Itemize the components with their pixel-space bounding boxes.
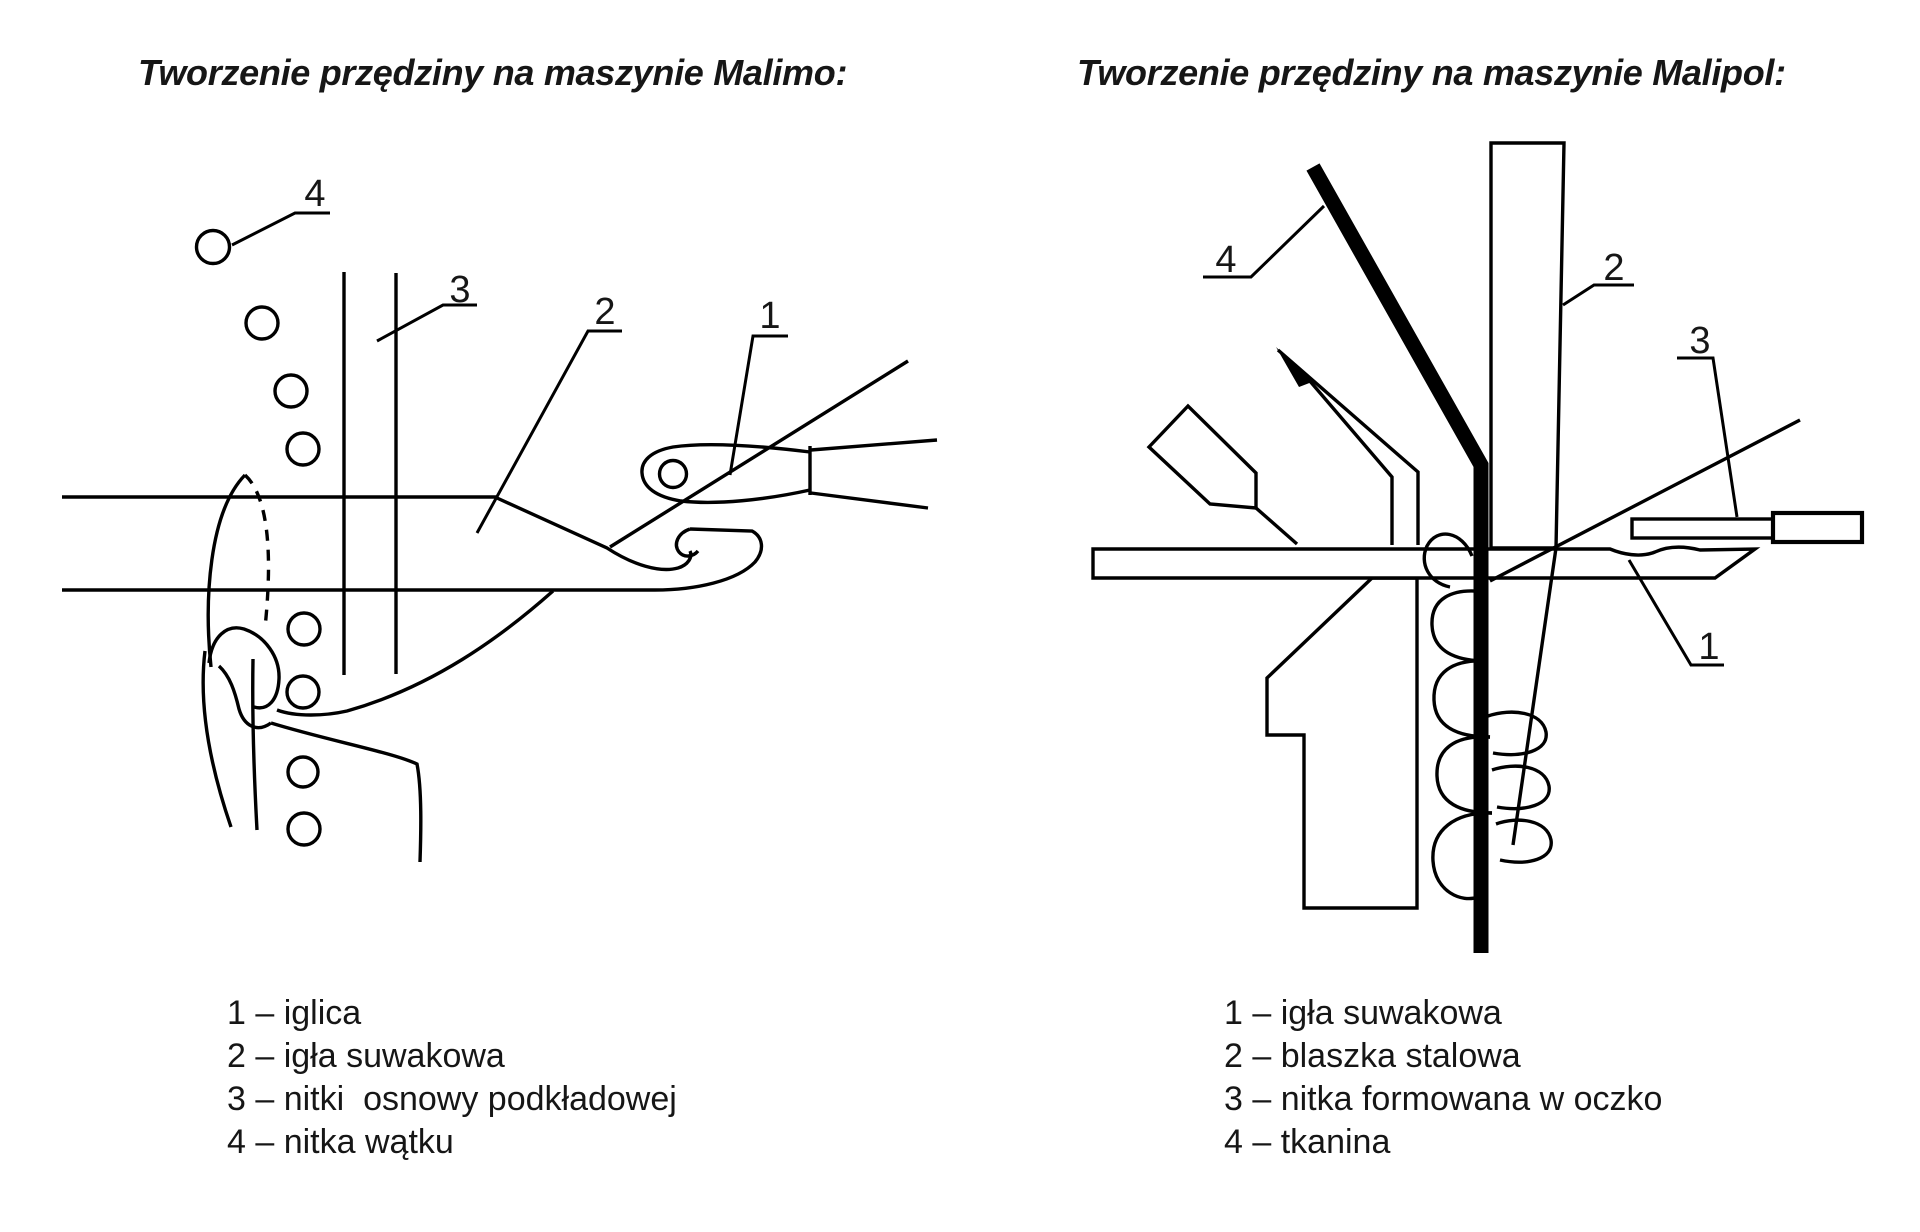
- thread-guide-block: [1770, 510, 1865, 545]
- needle-fork-bottom: [810, 491, 929, 510]
- legend-item: 3 – nitka formowana w oczko: [1224, 1080, 1663, 1118]
- slide-needle-slope-hook: [496, 496, 693, 572]
- weft-circle: [244, 305, 280, 341]
- legend-item: 2 – igła suwakowa: [227, 1037, 505, 1075]
- loop-inner-curl: [217, 664, 272, 730]
- malipol-diagram: 4 2 3 1: [1091, 141, 1865, 953]
- thread-diagonal: [1489, 418, 1801, 583]
- malimo-title: Tworzenie przędziny na maszynie Malimo:: [138, 52, 848, 93]
- legend-item: 4 – tkanina: [1224, 1123, 1391, 1161]
- weft-circle: [286, 611, 322, 647]
- thread-through-eye: [609, 359, 909, 549]
- callout-2: 2: [594, 291, 615, 333]
- sinker-pentagon: [1146, 403, 1258, 510]
- stitch-loop-cluster: [201, 589, 555, 863]
- weft-circle: [285, 674, 321, 710]
- sinker-tail: [1254, 506, 1299, 546]
- pointed-blade: [1276, 347, 1420, 545]
- slide-needle-bottom-edge-hook: [62, 527, 764, 592]
- legend-item: 4 – nitka wątku: [227, 1123, 454, 1161]
- coil-bump-top: [1422, 532, 1474, 589]
- hook-mouth-curl: [674, 527, 700, 558]
- needle-fork-top: [810, 438, 938, 452]
- malipol-legend: 1 – igła suwakowa 2 – blaszka stalowa 3 …: [1224, 992, 1662, 1164]
- weft-circle: [286, 755, 320, 789]
- loop-leg-left: [201, 650, 233, 828]
- legend-item: 2 – blaszka stalowa: [1224, 1037, 1521, 1075]
- coil-bump-right: [1491, 764, 1551, 811]
- loop-inverted-u: [207, 626, 281, 710]
- weft-circle: [194, 228, 232, 266]
- thread-from-plate: [1511, 547, 1558, 846]
- weft-circle: [286, 811, 322, 847]
- coil-bump-right: [1487, 710, 1548, 757]
- blade-outer-line: [1276, 348, 1420, 545]
- eyed-needle: [609, 359, 938, 549]
- callout-4: 4: [1215, 239, 1236, 281]
- blade-inner-line: [1301, 371, 1394, 545]
- loop-arch-dashed: [243, 473, 271, 629]
- callout-1: 1: [1698, 626, 1719, 668]
- leader-3: [376, 303, 477, 343]
- legend-item: 1 – igła suwakowa: [1224, 994, 1502, 1032]
- leader-1: [1627, 559, 1724, 667]
- steel-plate: [1489, 141, 1566, 550]
- needle-eye-hole: [657, 458, 689, 490]
- loop-arch-solid: [206, 473, 247, 668]
- malipol-title: Tworzenie przędziny na maszynie Malipol:: [1077, 52, 1786, 93]
- loop-sweep-right: [270, 721, 423, 863]
- legend-item: 3 – nitki osnowy podkładowej: [227, 1080, 677, 1118]
- loop-leg-right: [251, 658, 259, 831]
- malimo-diagram: 4 3 2 1: [62, 173, 938, 863]
- callout-3: 3: [1689, 320, 1710, 362]
- callout-2: 2: [1603, 247, 1624, 289]
- needle-holder-block: [1265, 576, 1419, 910]
- leader-3: [1677, 356, 1739, 518]
- fabric-thick-band: [1306, 163, 1489, 953]
- malimo-legend: 1 – iglica 2 – igła suwakowa 3 – nitki o…: [227, 992, 677, 1164]
- needle-head-outline: [640, 443, 811, 505]
- leader-4: [231, 211, 330, 247]
- coil-loop: [1430, 589, 1488, 663]
- callout-4: 4: [304, 173, 325, 215]
- thread-sweep-from-needle: [276, 589, 555, 717]
- coil-loop: [1435, 735, 1493, 815]
- legend-item: 1 – iglica: [227, 994, 362, 1032]
- coil-loop: [1431, 811, 1493, 901]
- malimo-callouts: 4 3 2 1: [231, 173, 788, 534]
- leader-2: [1562, 283, 1634, 307]
- callout-1: 1: [759, 295, 780, 337]
- callout-3: 3: [449, 269, 470, 311]
- thread-guide-thin: [1630, 517, 1775, 540]
- leader-2: [475, 329, 622, 534]
- weft-thread-circles: [194, 228, 322, 847]
- weft-circle: [273, 373, 309, 409]
- thread-coils: [1422, 532, 1553, 901]
- malipol-callouts: 4 2 3 1: [1203, 204, 1739, 668]
- weft-circle: [285, 431, 321, 467]
- leader-4: [1203, 204, 1326, 279]
- coil-loop: [1432, 659, 1491, 739]
- coil-bump-right: [1495, 818, 1553, 864]
- leader-1: [728, 334, 788, 476]
- blade-tip: [1276, 347, 1312, 387]
